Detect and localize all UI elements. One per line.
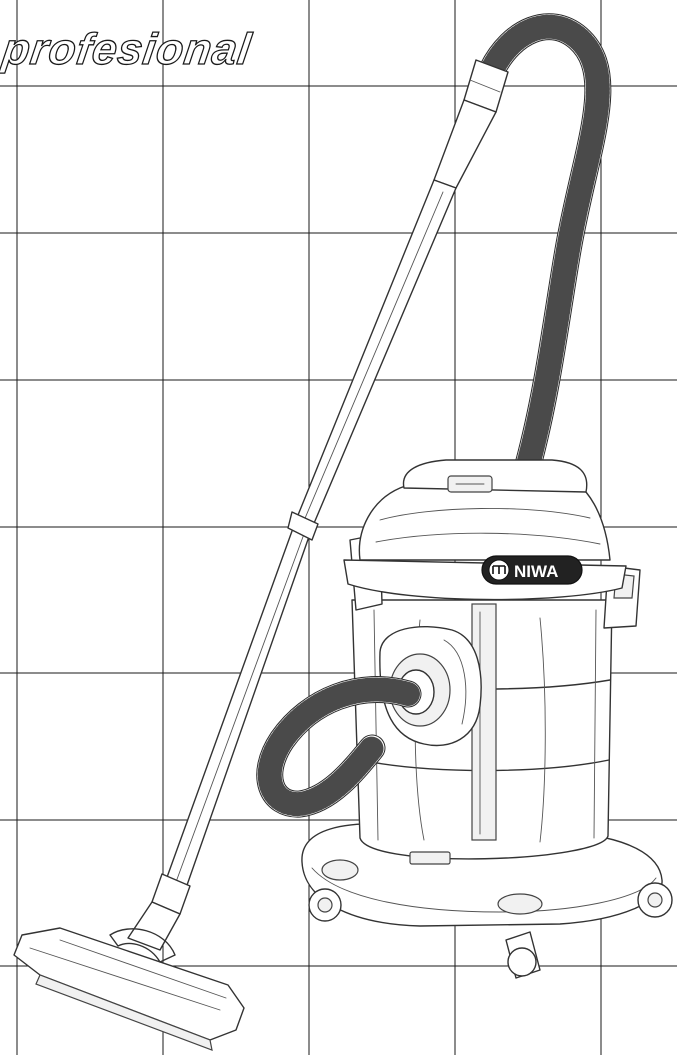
brand-badge: NIWA bbox=[481, 555, 583, 585]
upper-hose bbox=[478, 13, 612, 479]
floor-nozzle bbox=[13, 901, 245, 1051]
brand-name: NIWA bbox=[514, 562, 558, 581]
extension-wand bbox=[151, 179, 457, 915]
lower-hose bbox=[256, 676, 422, 818]
wand-handle bbox=[433, 59, 509, 189]
motor-head bbox=[343, 459, 627, 601]
